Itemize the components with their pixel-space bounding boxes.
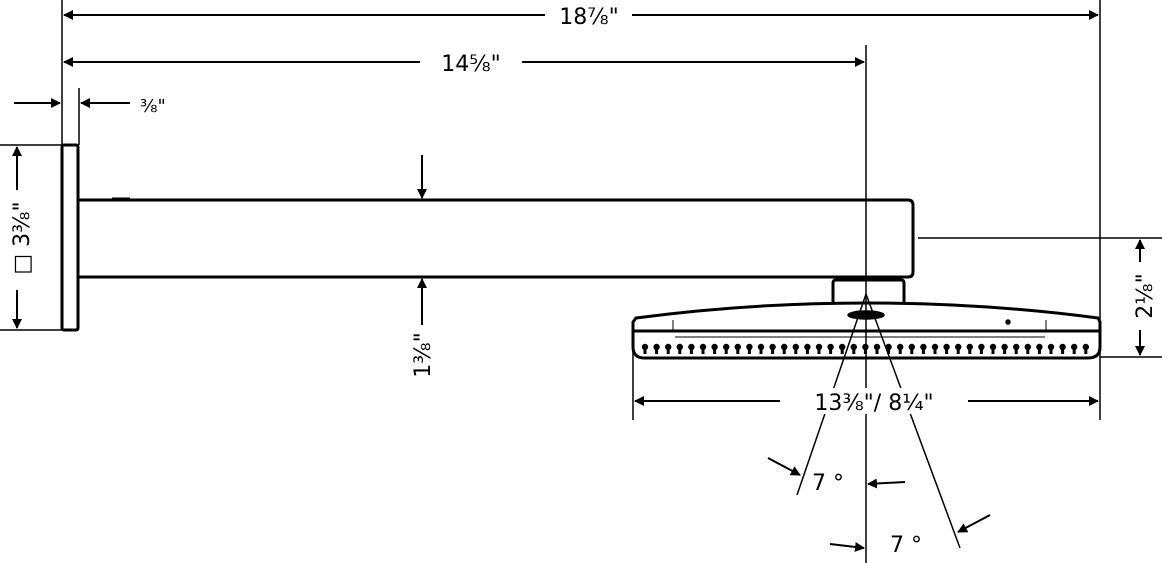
nozzle-stem <box>1084 347 1088 354</box>
nozzle-stem <box>840 347 844 354</box>
nozzle-stem <box>933 347 937 354</box>
nozzle-stem <box>1072 347 1076 354</box>
nozzle-stem <box>968 347 972 354</box>
nozzle-stem <box>817 347 821 354</box>
nozzle-stem <box>829 347 833 354</box>
nozzle-stem <box>945 347 949 354</box>
nozzle-stem <box>875 347 879 354</box>
label-overall-length: 18⅞" <box>559 5 618 30</box>
label-plate-thickness: ⅜" <box>140 96 166 117</box>
nozzle-stem <box>991 347 995 354</box>
label-angle-left: 7 ° <box>812 471 844 496</box>
nozzle-stem <box>759 347 763 354</box>
spray-line-right <box>865 293 961 549</box>
label-plate-size: □ 3⅜" <box>10 201 35 274</box>
nozzle-stem <box>771 347 775 354</box>
label-arm-height: 1⅜" <box>411 332 436 377</box>
nozzle-stem <box>1026 347 1030 354</box>
label-arm-to-center: 14⅝" <box>441 52 500 77</box>
nozzle-stem <box>747 347 751 354</box>
nozzle-stem <box>805 347 809 354</box>
nozzle-stem <box>1014 347 1018 354</box>
angle-arrow-left-2 <box>867 478 906 489</box>
nozzle-stem <box>701 347 705 354</box>
nozzle-stem <box>898 347 902 354</box>
angle-arrow-right-2 <box>957 514 991 533</box>
head-dot <box>1005 319 1011 325</box>
shower-head <box>631 301 1102 360</box>
nozzle-stem <box>782 347 786 354</box>
nozzle-stem <box>643 347 647 354</box>
nozzle-stem <box>921 347 925 354</box>
nozzle-stem <box>655 347 659 354</box>
nozzle-stem <box>1061 347 1065 354</box>
nozzle-stem <box>863 347 867 354</box>
head-button <box>847 310 885 320</box>
nozzle-stem <box>736 347 740 354</box>
label-head-height: 2⅛" <box>1133 273 1158 318</box>
nozzle-stem <box>794 347 798 354</box>
nozzle-stem <box>852 347 856 354</box>
label-angle-right: 7 ° <box>890 533 922 558</box>
label-head-diameter: 13⅜"/ 8¼" <box>814 391 933 416</box>
wall-plate <box>60 143 80 332</box>
nozzle-stem <box>713 347 717 354</box>
nozzle-stem <box>689 347 693 354</box>
shower-arm <box>79 198 915 279</box>
nozzle-stem <box>979 347 983 354</box>
head-connector <box>831 278 906 303</box>
nozzle-stem <box>956 347 960 354</box>
nozzle-stem <box>1037 347 1041 354</box>
nozzle-stem <box>724 347 728 354</box>
angle-arrow-left-1 <box>767 457 801 476</box>
nozzle-stem <box>887 347 891 354</box>
nozzle-stem <box>910 347 914 354</box>
nozzle-stem <box>1049 347 1053 354</box>
angle-arrow-right-1 <box>829 541 865 552</box>
nozzle-stem <box>1003 347 1007 354</box>
nozzle-row <box>641 343 1090 354</box>
nozzle-stem <box>666 347 670 354</box>
nozzle-stem <box>678 347 682 354</box>
